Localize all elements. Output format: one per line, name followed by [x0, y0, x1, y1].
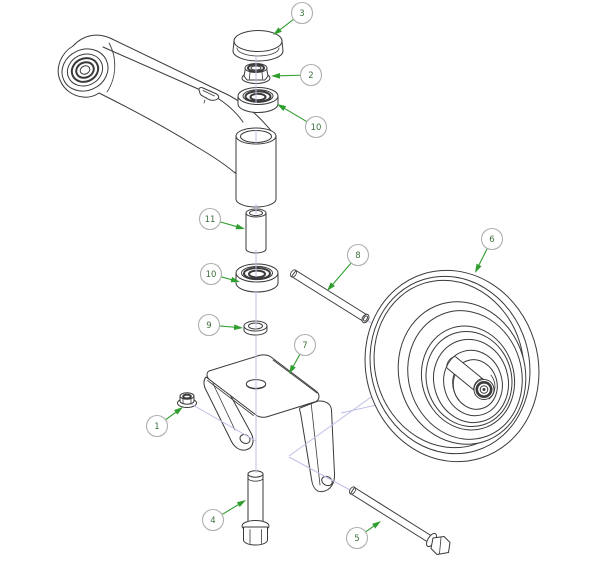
callout-1: 1 [145, 407, 183, 438]
bearing-upper [237, 87, 279, 113]
callout-number: 1 [154, 422, 159, 432]
callout-9: 9 [197, 313, 243, 337]
spacer-bushing [245, 208, 267, 254]
callout-3: 3 [273, 1, 314, 35]
callout-number: 11 [205, 215, 216, 225]
callout-number: 5 [354, 534, 359, 544]
bearing-lower [235, 263, 279, 293]
callout-layer: 1 2 3 4 5 6 7 8 9 10 10 11 [145, 1, 504, 550]
fork-right-leg [299, 400, 336, 493]
flange-nut [177, 392, 197, 408]
callout-7: 7 [289, 333, 317, 374]
callout-4: 4 [201, 500, 246, 532]
dust-cap [232, 30, 284, 62]
callout-number: 6 [489, 235, 494, 245]
callout-11: 11 [198, 207, 245, 231]
arm-bearing-bore [61, 48, 109, 92]
seal-washer [243, 320, 268, 336]
callout-number: 8 [355, 251, 360, 261]
grease-fitting-pad [198, 86, 220, 104]
axle-bolt [349, 486, 451, 555]
callout-number: 10 [311, 123, 322, 133]
callout-10: 10 [199, 262, 240, 286]
callout-6: 6 [475, 227, 504, 273]
callout-10: 10 [277, 104, 328, 139]
wheel-tire-assembly [364, 269, 540, 463]
axle-spacer-tube [290, 269, 370, 324]
callout-2: 2 [271, 63, 323, 87]
caster-arm [57, 34, 277, 208]
callout-number: 2 [308, 71, 313, 81]
callout-number: 3 [299, 9, 304, 19]
callout-8: 8 [327, 243, 370, 291]
callout-number: 4 [210, 516, 215, 526]
callout-number: 7 [302, 341, 307, 351]
hub-bearing [473, 379, 495, 400]
callout-number: 10 [206, 270, 217, 280]
callout-5: 5 [345, 521, 381, 550]
callout-number: 9 [206, 321, 211, 331]
kingpin-bolt [241, 470, 270, 546]
